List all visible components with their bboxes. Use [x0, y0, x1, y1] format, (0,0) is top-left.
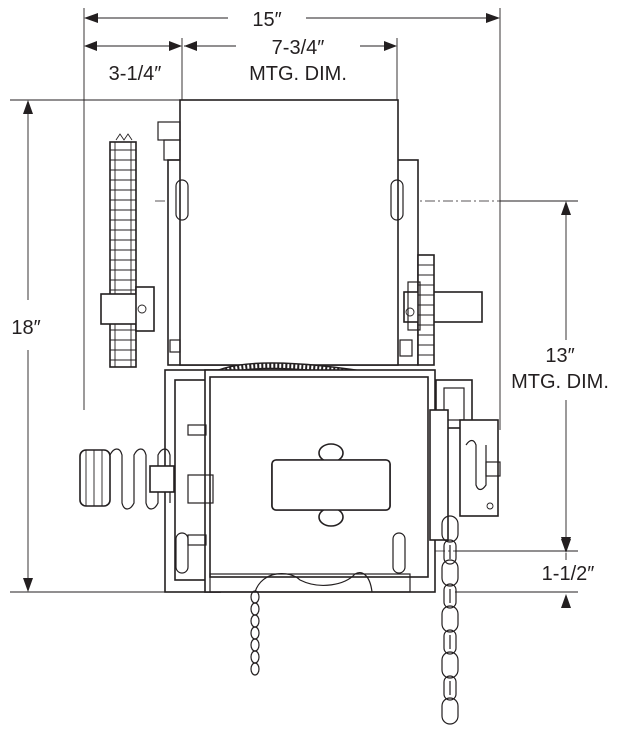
mounting-height-note: MTG. DIM.: [511, 371, 609, 393]
upper-gear-housing: [157, 99, 419, 366]
left-offset-label: 3-1/4″: [109, 63, 162, 85]
motor-capacitor: [271, 443, 391, 527]
bottom-offset-dimension: 1-1/2″: [455, 539, 594, 608]
limit-switch-bracket: [429, 379, 501, 541]
mounting-width-note: MTG. DIM.: [249, 63, 347, 85]
overall-width-dimension: 15″: [83, 8, 501, 430]
left-drive-sprocket: [100, 133, 155, 368]
mounting-width-label: 7-3/4″: [272, 37, 325, 59]
overall-height-dimension: 18″: [10, 99, 180, 593]
overall-height-label: 18″: [11, 317, 40, 339]
hand-chain-left: [250, 590, 260, 676]
brake-spring-assembly: [79, 448, 175, 510]
mounting-height-label: 13″: [545, 345, 574, 367]
mounting-width-dimension: 7-3/4″ MTG. DIM.: [184, 37, 398, 100]
right-output-sprocket: [403, 254, 483, 366]
hand-chain-right: [441, 515, 459, 725]
overall-width-label: 15″: [252, 9, 281, 31]
left-offset-dimension: 3-1/4″: [84, 38, 183, 100]
bottom-offset-label: 1-1/2″: [542, 563, 595, 585]
